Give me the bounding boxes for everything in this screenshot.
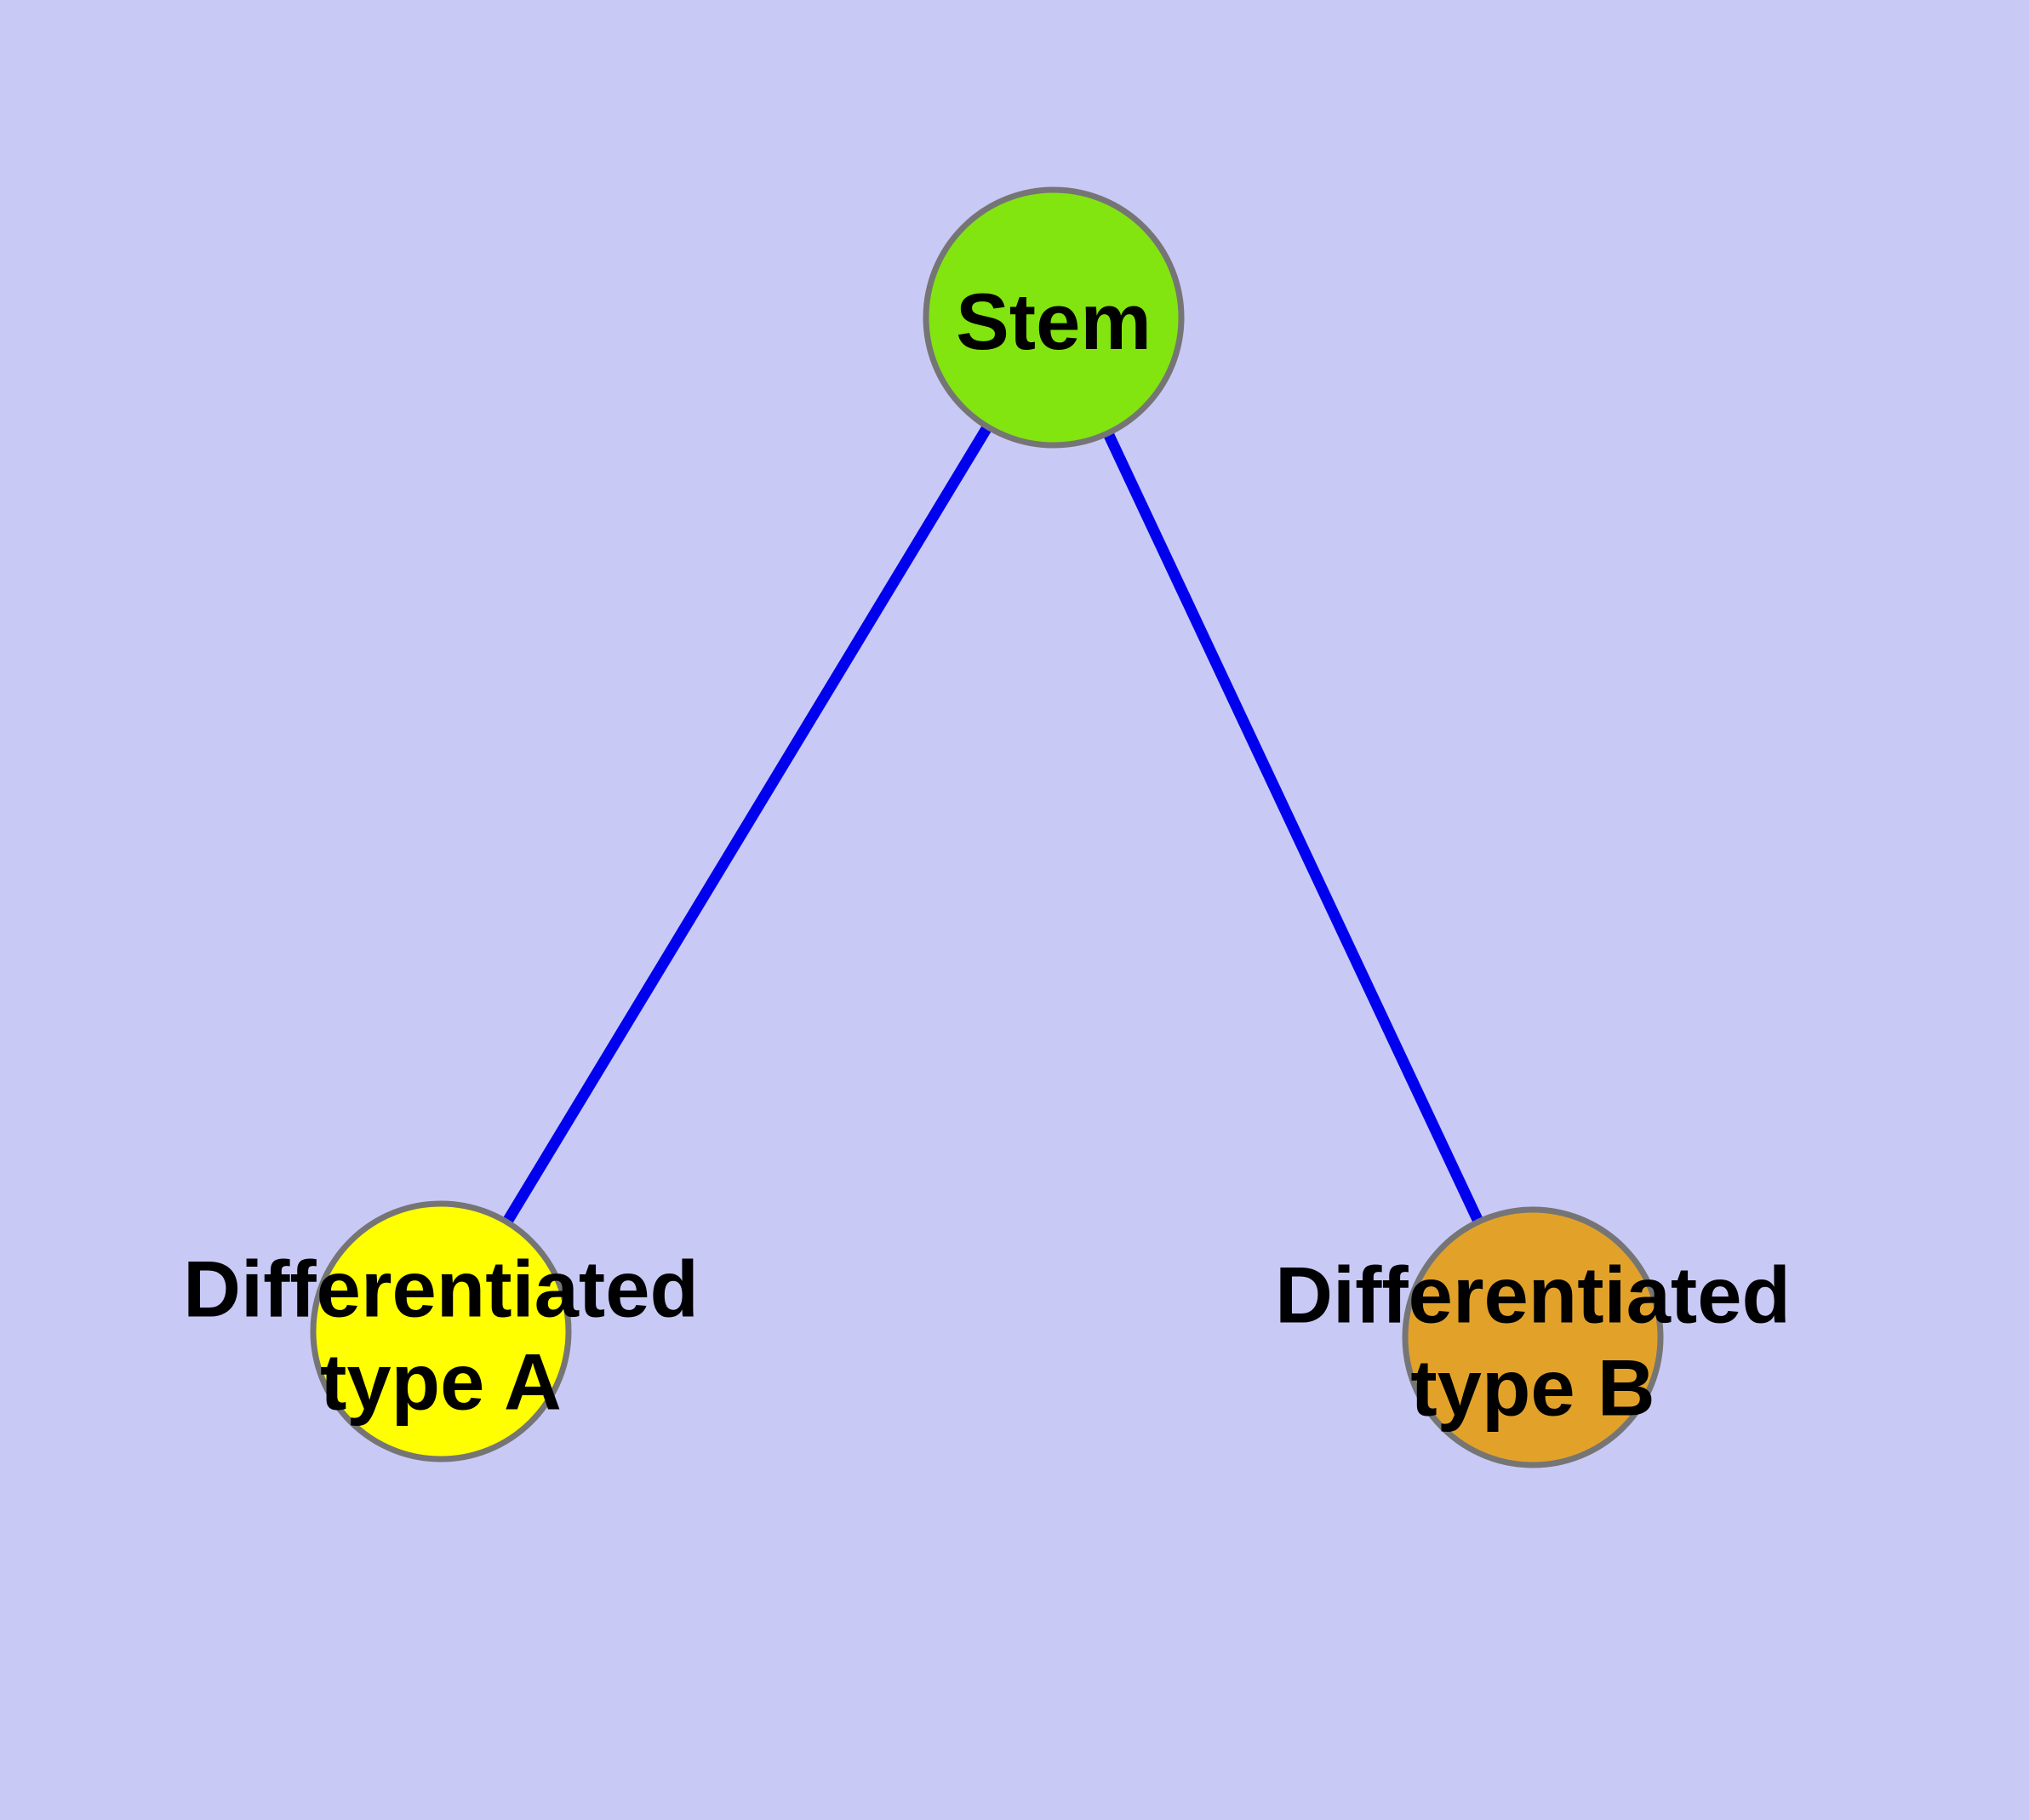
node-label-line: type B xyxy=(1410,1343,1655,1433)
node-circle-differentiated-type-a xyxy=(310,1200,572,1462)
node-label-line: type A xyxy=(320,1337,562,1427)
node-label-stem: Stem xyxy=(956,277,1152,366)
node-label-line: Differentiated xyxy=(183,1245,699,1334)
edge-stem-to-differentiated-type-b xyxy=(1049,315,1538,1340)
edge-stem-to-differentiated-type-a xyxy=(436,314,1059,1335)
node-stem: Stem xyxy=(923,186,1185,449)
edges-layer xyxy=(436,314,1538,1340)
node-circle-stem xyxy=(923,186,1185,449)
node-label-line: Stem xyxy=(956,277,1152,366)
node-circle-differentiated-type-b xyxy=(1402,1206,1664,1468)
node-label-line: Differentiated xyxy=(1275,1251,1791,1340)
